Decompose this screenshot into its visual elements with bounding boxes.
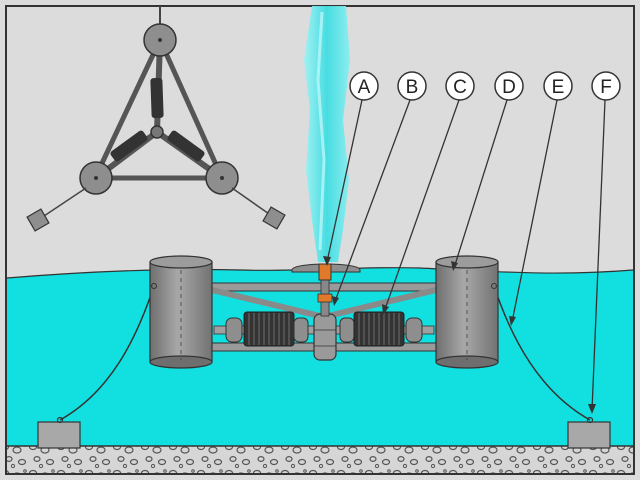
label-text-e: E — [552, 77, 565, 98]
leader-line-e — [511, 99, 558, 323]
label-bubble-e: E — [543, 71, 573, 101]
water-jet-streak — [316, 11, 326, 251]
leader-line-c — [383, 99, 460, 313]
label-text-d: D — [502, 77, 516, 98]
anchor-block-right — [567, 421, 611, 449]
linear-generator-right — [339, 311, 423, 347]
diagonal-strut-left — [211, 287, 321, 319]
seabed-gravel — [7, 446, 633, 473]
arrowhead-d — [451, 261, 458, 271]
inset-anchor-left — [26, 208, 50, 232]
central-hub — [313, 313, 337, 361]
leader-line-d — [453, 99, 508, 269]
label-text-f: F — [600, 77, 612, 98]
top-view-inset — [26, 6, 286, 232]
diagonal-strut-right — [327, 287, 437, 319]
water-jet — [304, 6, 350, 262]
float-tank-right — [435, 255, 499, 369]
label-bubble-b: B — [397, 71, 427, 101]
mooring-line-left — [59, 285, 155, 421]
label-text-a: A — [358, 77, 371, 98]
leader-line-b — [333, 99, 411, 305]
float-tank-left — [149, 255, 213, 369]
arrowhead-a — [323, 256, 331, 266]
arrowhead-f — [588, 404, 596, 414]
inset-anchor-right — [262, 206, 286, 230]
label-bubble-c: C — [445, 71, 475, 101]
label-text-b: B — [406, 77, 419, 98]
check-valve — [317, 293, 333, 303]
label-text-c: C — [453, 77, 467, 98]
label-bubble-a: A — [349, 71, 379, 101]
arrowhead-e — [509, 316, 516, 326]
arrowhead-b — [332, 296, 339, 306]
arrowhead-c — [382, 304, 389, 315]
mooring-line-right — [493, 285, 591, 421]
leader-line-a — [326, 99, 363, 263]
linear-generator-left — [225, 311, 309, 347]
anchor-block-left — [37, 421, 81, 449]
nozzle — [318, 263, 332, 281]
label-bubble-f: F — [591, 71, 621, 101]
leader-line-f — [591, 99, 606, 411]
label-bubble-d: D — [494, 71, 524, 101]
